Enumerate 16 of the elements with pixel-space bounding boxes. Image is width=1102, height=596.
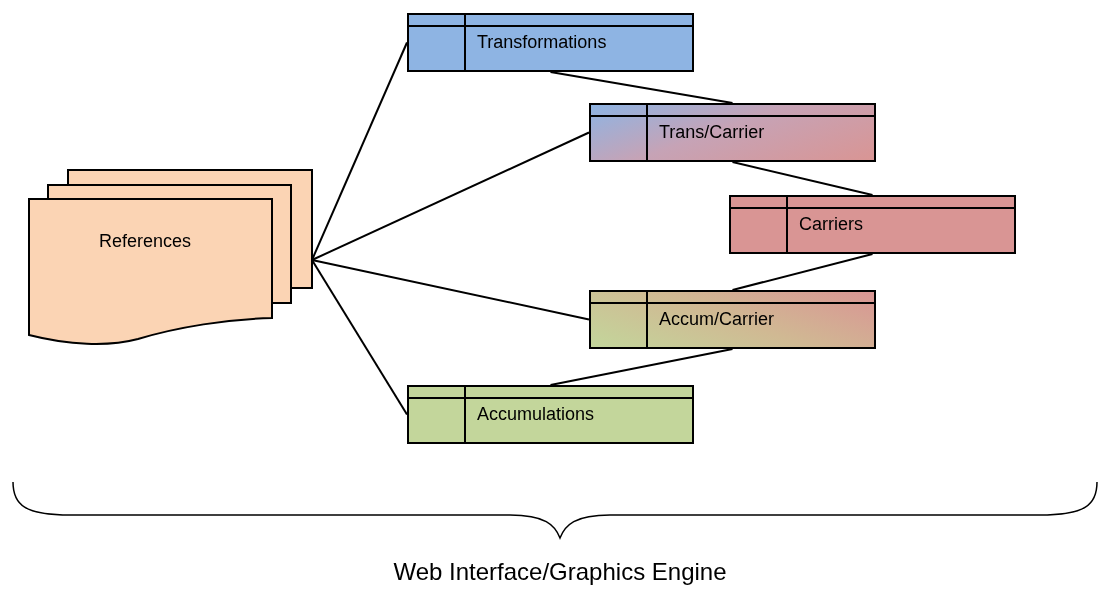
table-box — [407, 13, 694, 72]
node-label: Trans/Carrier — [659, 122, 765, 143]
node-label: References — [99, 231, 192, 252]
connector-line — [549, 71, 734, 104]
connector-line — [549, 348, 734, 386]
table-box — [589, 103, 876, 162]
caption-text: Web Interface/Graphics Engine — [392, 558, 728, 586]
table-box — [407, 385, 694, 444]
node-label: Accumulations — [477, 404, 595, 425]
node-label: Carriers — [799, 214, 863, 235]
table-box — [729, 195, 1016, 254]
connector-line — [731, 161, 874, 196]
node-label: Transformations — [477, 32, 607, 53]
node-label: Accum/Carrier — [659, 309, 774, 330]
connector-line — [731, 253, 874, 291]
table-box — [589, 290, 876, 349]
